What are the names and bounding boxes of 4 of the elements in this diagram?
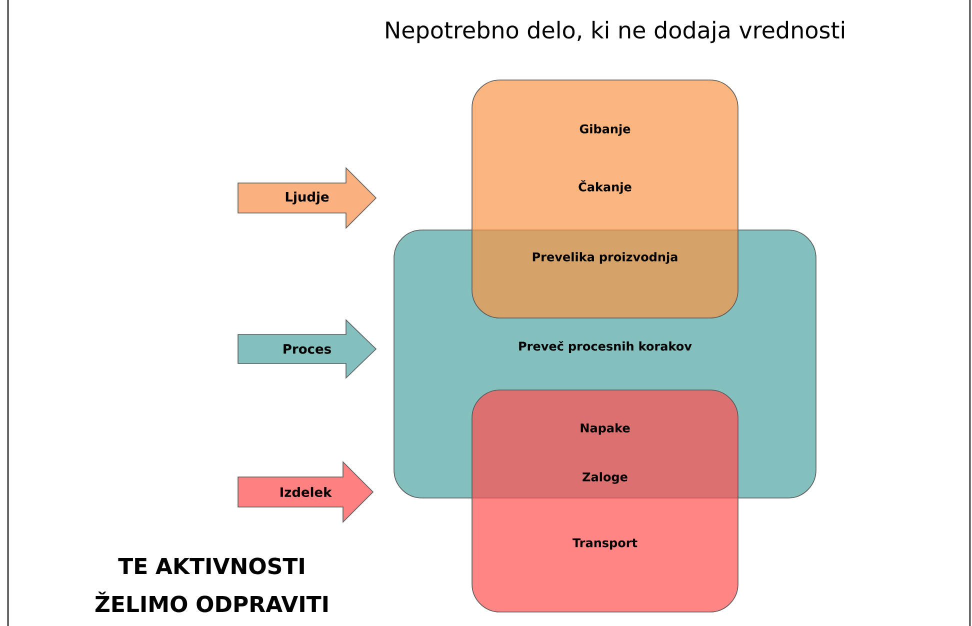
rounded-box: Napake Zaloge Transport	[472, 390, 738, 612]
title: Nepotrebno delo, ki ne dodaja vrednosti	[386, 20, 844, 44]
note-text: TE AKTIVNOSTI ŽELIMO ODPRAVITI	[95, 558, 328, 612]
rounded-box: Gibanje Čakanje Prevelika proizvodnja	[472, 80, 738, 318]
